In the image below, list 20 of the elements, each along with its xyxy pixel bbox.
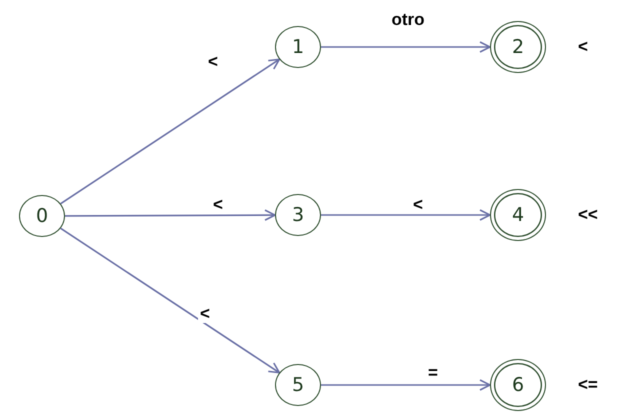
- state-circle: [275, 26, 321, 68]
- token-label: <<: [578, 205, 598, 225]
- state-number: 4: [512, 204, 524, 226]
- state-number: 6: [512, 374, 524, 396]
- arrow: [321, 41, 491, 53]
- arrow: [60, 228, 280, 374]
- token-label: <=: [578, 375, 598, 395]
- state-circle: [275, 364, 321, 406]
- arrow: [321, 379, 491, 391]
- state-circle: [275, 194, 321, 236]
- arrow: [65, 209, 276, 221]
- state-number: 3: [292, 204, 304, 226]
- token-label: <: [578, 37, 588, 57]
- state-number: 2: [512, 36, 524, 58]
- arrow: [60, 58, 280, 204]
- arrow: [321, 209, 491, 221]
- state-number: 0: [36, 205, 48, 227]
- state-number: 5: [292, 374, 304, 396]
- state-number: 1: [292, 36, 304, 58]
- state-circle: [19, 195, 65, 237]
